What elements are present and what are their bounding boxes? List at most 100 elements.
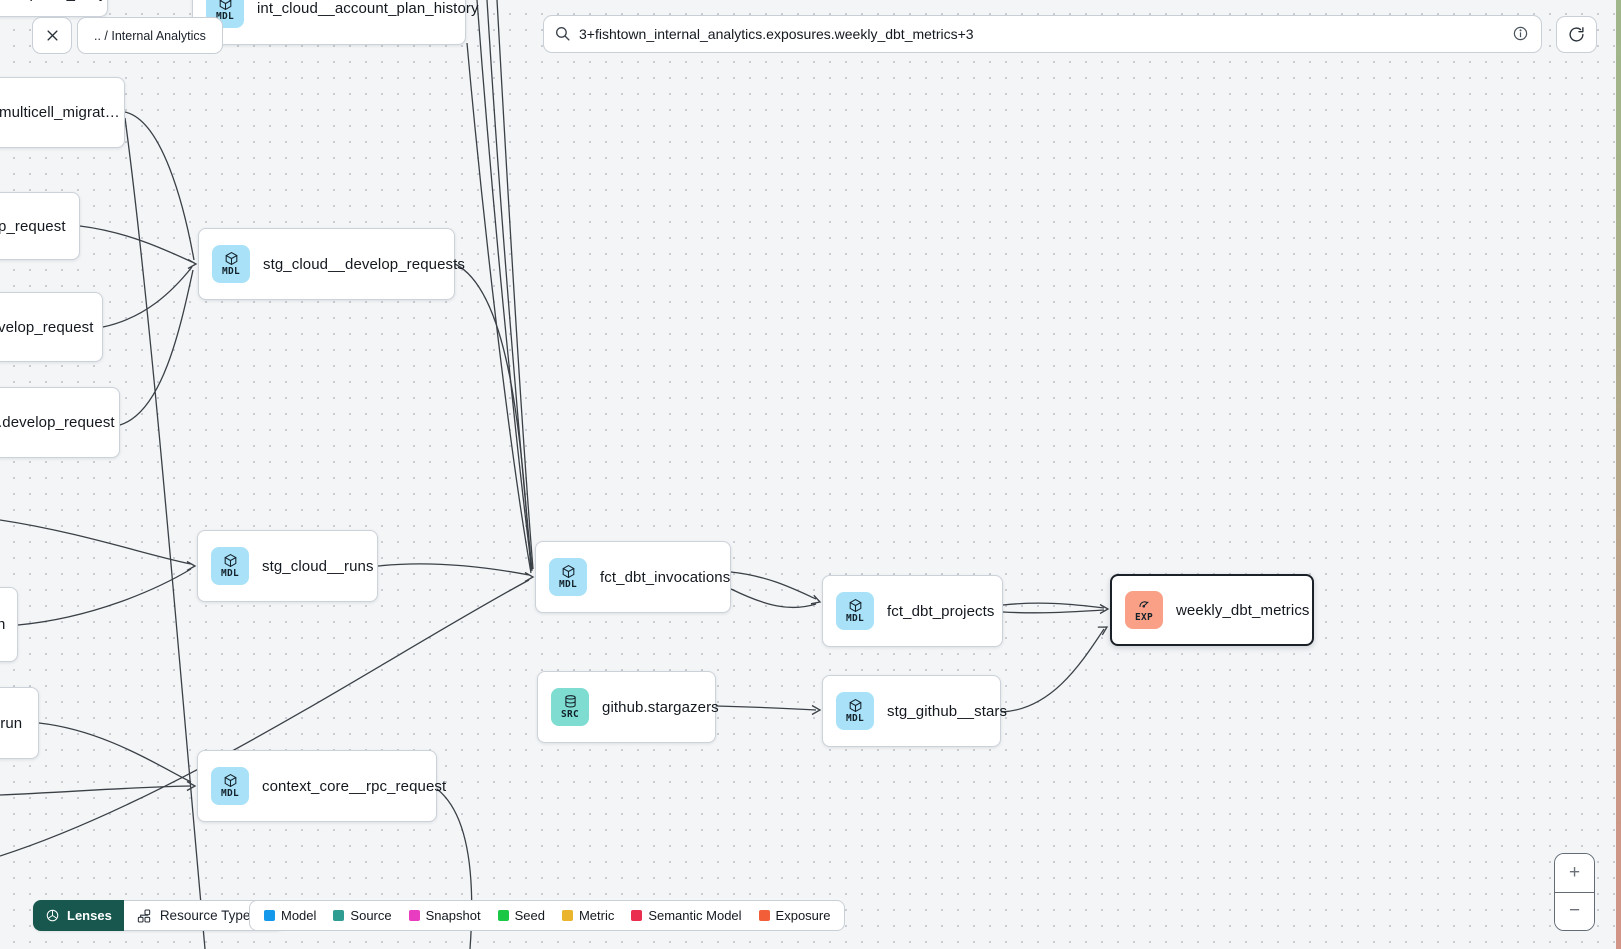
lineage-edge bbox=[0, 519, 192, 565]
lenses-icon bbox=[46, 909, 59, 922]
zoom-controls: + − bbox=[1554, 853, 1595, 931]
cube-icon bbox=[849, 699, 861, 713]
legend-label: Semantic Model bbox=[648, 908, 742, 923]
resource-type-icon bbox=[137, 908, 151, 923]
node-label: int_cloud__account_plan_history bbox=[257, 0, 479, 17]
badge-type-label: MDL bbox=[220, 788, 240, 800]
refresh-button[interactable] bbox=[1556, 16, 1597, 53]
resource-type-label: Resource Type bbox=[159, 908, 251, 923]
graph-node[interactable]: snapshot_daily bbox=[0, 0, 108, 17]
badge-type-label: MDL bbox=[845, 613, 865, 625]
lineage-edge bbox=[17, 568, 192, 626]
legend-label: Exposure bbox=[775, 908, 831, 923]
node-label: context_core__rpc_request bbox=[262, 777, 447, 795]
cube-icon bbox=[225, 252, 237, 266]
legend-swatch bbox=[264, 910, 275, 921]
legend-label: Source bbox=[350, 908, 392, 923]
breadcrumb-label: .. / Internal Analytics bbox=[94, 28, 206, 43]
model-badge: MDL bbox=[836, 592, 874, 630]
node-label: .develop_request bbox=[0, 414, 115, 431]
node-label: fct_dbt_projects bbox=[887, 602, 995, 620]
lineage-edge bbox=[715, 705, 817, 711]
lineage-edge bbox=[1000, 628, 1105, 713]
legend-item-source: Source bbox=[333, 908, 392, 923]
edge-arrowhead bbox=[811, 704, 822, 716]
source-badge: SRC bbox=[551, 688, 589, 726]
graph-node[interactable]: .develop_request bbox=[0, 387, 120, 458]
node-label: velop_request bbox=[0, 318, 94, 336]
close-icon bbox=[46, 30, 58, 41]
database-icon bbox=[564, 695, 576, 708]
graph-node[interactable]: MDL fct_dbt_invocations bbox=[535, 541, 731, 613]
info-icon[interactable] bbox=[1512, 25, 1529, 42]
graph-node[interactable]: MDL stg_cloud__runs bbox=[197, 530, 378, 602]
legend-item-snapshot: Snapshot bbox=[408, 908, 481, 923]
lineage-edge bbox=[466, 42, 532, 574]
exposure-badge: EXP bbox=[1125, 591, 1163, 629]
search-icon bbox=[556, 27, 570, 41]
model-badge: MDL bbox=[211, 767, 249, 805]
lineage-edge bbox=[119, 269, 194, 426]
lineage-edge bbox=[102, 266, 193, 328]
lenses-button[interactable]: Lenses bbox=[33, 900, 124, 931]
graph-node[interactable]: velop_request bbox=[0, 292, 103, 362]
graph-node[interactable]: multicell_migrat… bbox=[0, 77, 125, 148]
edge-arrowhead bbox=[186, 780, 197, 792]
close-button[interactable] bbox=[32, 17, 72, 54]
lineage-edge bbox=[454, 263, 532, 571]
node-label: github.stargazers bbox=[602, 698, 719, 716]
legend-item-exposure: Exposure bbox=[758, 908, 831, 923]
edge-arrowhead bbox=[186, 560, 197, 572]
node-label: stg_cloud__runs bbox=[262, 557, 374, 575]
edge-arrowhead bbox=[1097, 626, 1109, 636]
legend-item-model: Model bbox=[264, 908, 316, 923]
lineage-edge bbox=[38, 722, 192, 783]
graph-node[interactable]: MDL int_cloud__account_plan_history bbox=[192, 0, 478, 45]
lineage-edge bbox=[124, 117, 206, 949]
zoom-in-button[interactable]: + bbox=[1555, 854, 1594, 892]
lineage-edge bbox=[476, 0, 533, 572]
breadcrumb[interactable]: .. / Internal Analytics bbox=[77, 17, 223, 54]
node-label: snapshot_daily bbox=[5, 0, 106, 2]
search-input[interactable] bbox=[543, 15, 1542, 53]
graph-node[interactable]: .run bbox=[0, 687, 39, 759]
lineage-edge bbox=[496, 0, 534, 570]
graph-node[interactable]: p_request bbox=[0, 192, 80, 260]
lineage-edge bbox=[79, 225, 193, 263]
cube-icon bbox=[224, 554, 236, 568]
model-badge: MDL bbox=[211, 547, 249, 585]
graph-node[interactable]: SRC github.stargazers bbox=[537, 671, 719, 743]
desktop-edge-strip bbox=[1616, 0, 1621, 949]
graph-node[interactable]: MDL fct_dbt_projects bbox=[822, 575, 1003, 647]
node-label: fct_dbt_invocations bbox=[600, 568, 731, 586]
model-badge: MDL bbox=[206, 0, 244, 28]
node-label: .run bbox=[0, 714, 23, 732]
node-label: p_request bbox=[0, 217, 66, 235]
lineage-edge bbox=[730, 571, 817, 600]
badge-type-label: MDL bbox=[220, 568, 240, 580]
zoom-out-button[interactable]: − bbox=[1555, 891, 1594, 930]
edge-arrowhead bbox=[187, 258, 198, 270]
model-badge: MDL bbox=[836, 692, 874, 730]
legend-item-metric: Metric bbox=[561, 908, 614, 923]
legend-swatch bbox=[408, 910, 420, 921]
legend-swatch bbox=[497, 910, 509, 921]
refresh-icon bbox=[1569, 27, 1584, 42]
graph-node[interactable]: n bbox=[0, 587, 18, 662]
node-label: multicell_migrat… bbox=[0, 104, 120, 121]
cube-icon bbox=[224, 774, 236, 788]
model-badge: MDL bbox=[549, 558, 587, 596]
edge-arrowhead bbox=[810, 594, 822, 605]
legend-swatch bbox=[631, 910, 643, 921]
lineage-edge bbox=[124, 111, 195, 261]
cube-icon bbox=[849, 599, 861, 613]
lineage-edge bbox=[377, 563, 530, 576]
legend-label: Model bbox=[281, 908, 317, 923]
legend-swatch bbox=[333, 910, 345, 921]
graph-node[interactable]: MDL context_core__rpc_request bbox=[197, 750, 446, 822]
